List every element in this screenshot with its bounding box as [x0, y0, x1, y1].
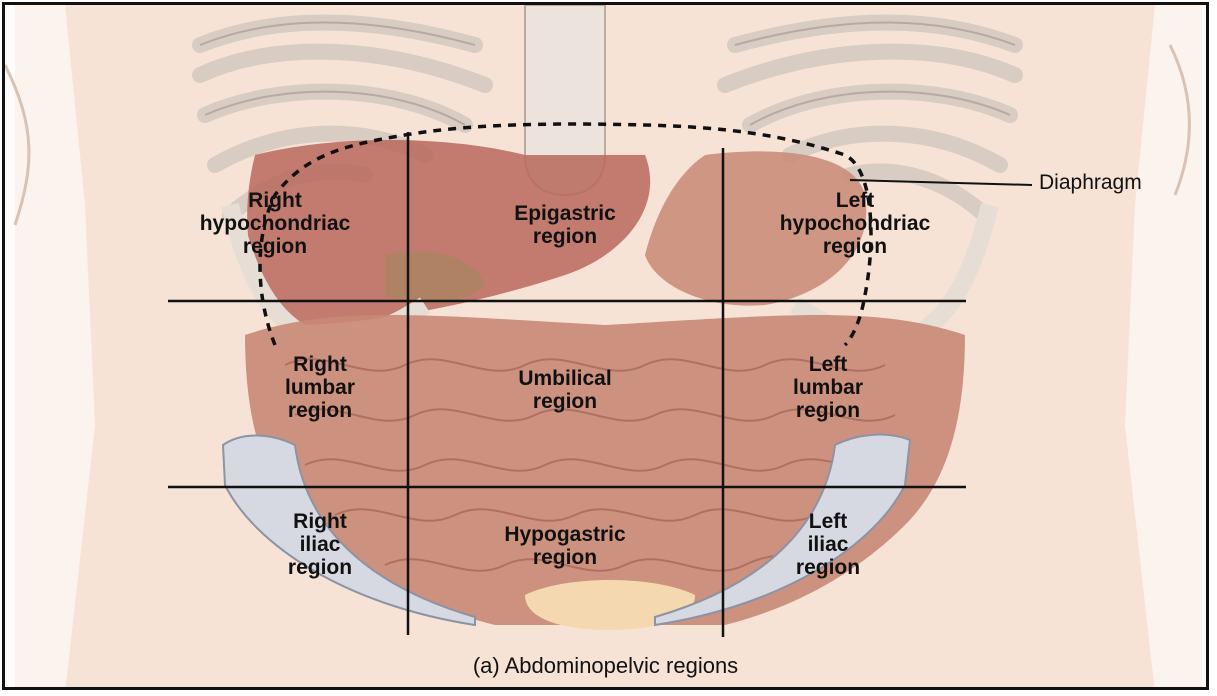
region-label-epigastric: Epigastric region [450, 202, 680, 248]
figure-caption: (a) Abdominopelvic regions [5, 653, 1206, 679]
region-label-right-hypochondriac: Right hypochondriac region [145, 189, 405, 258]
region-label-umbilical: Umbilical region [450, 367, 680, 413]
region-label-right-lumbar: Right lumbar region [215, 353, 425, 422]
region-label-left-lumbar: Left lumbar region [723, 353, 933, 422]
abdomen-illustration [5, 5, 1209, 690]
region-label-right-iliac: Right iliac region [215, 510, 425, 579]
region-label-left-iliac: Left iliac region [723, 510, 933, 579]
region-label-left-hypochondriac: Left hypochondriac region [725, 189, 985, 258]
diaphragm-label: Diaphragm [1039, 171, 1142, 195]
region-label-hypogastric: Hypogastric region [450, 523, 680, 569]
